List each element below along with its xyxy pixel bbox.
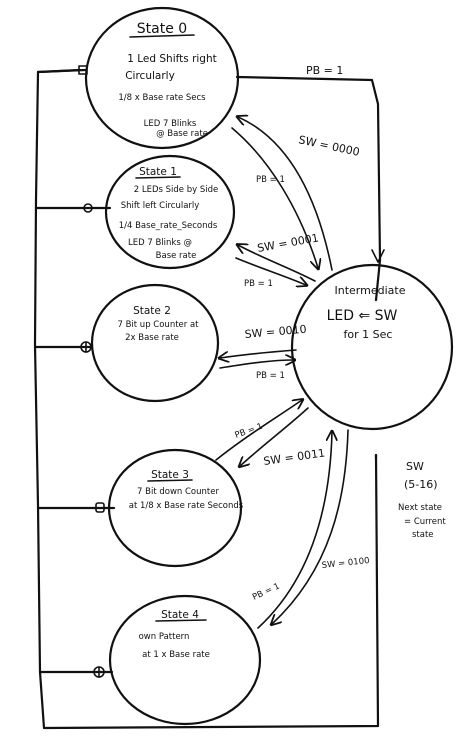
bus-stub-s3 [36, 502, 116, 513]
state-0-line1: 1 Led Shifts right [127, 53, 217, 65]
note-line2: (5-16) [404, 478, 438, 491]
note-line5: state [412, 530, 434, 540]
state-1-line5: Base rate [156, 251, 197, 261]
arrow-top-pb-into-int [371, 249, 385, 263]
state-0: State 0 1 Led Shifts right Circularly 1/… [84, 6, 240, 150]
note-line4: = Current [404, 517, 446, 527]
arrow-s4-to-int [257, 432, 332, 629]
label-pb-s4: PB = 1 [251, 581, 281, 602]
state-2-line2: 2x Base rate [125, 333, 179, 343]
state-1-line1: 2 LEDs Side by Side [134, 185, 219, 195]
label-pb-s3: PB = 1 [234, 422, 265, 441]
arrow-int-to-s2 [220, 349, 297, 358]
state-1-line3: 1/4 Base_rate_Seconds [119, 221, 218, 231]
state-4-line2: at 1 x Base rate [142, 650, 210, 660]
label-sw-s0: SW = 0000 [297, 133, 360, 159]
state-3: State 3 7 Bit down Counter at 1/8 x Base… [107, 448, 244, 568]
intermediate-title: Intermediate [335, 284, 406, 297]
intermediate-line1: LED ⇐ SW [327, 308, 398, 324]
state-4-line1: own Pattern [139, 632, 190, 642]
state-1: State 1 2 LEDs Side by Side Shift left C… [104, 154, 236, 270]
bus-stub-s1 [34, 203, 112, 213]
label-pb-s0: PB = 1 [256, 175, 285, 185]
side-note: SW (5-16) Next state = Current state [398, 460, 446, 540]
state-4-title: State 4 [161, 609, 199, 621]
bus-stub-s4 [38, 666, 114, 678]
arrow-s0-to-int [231, 127, 318, 268]
bus-stub-s2 [33, 341, 94, 353]
state-intermediate: Intermediate LED ⇐ SW for 1 Sec [290, 263, 454, 431]
state-3-title: State 3 [151, 469, 189, 481]
arrow-int-to-s0 [238, 117, 333, 271]
state-2-line1: 7 Bit up Counter at [117, 320, 199, 330]
state-0-line5: @ Base rate [156, 129, 208, 139]
state-4: State 4 own Pattern at 1 x Base rate [108, 594, 262, 726]
arrow-int-to-s3 [240, 407, 309, 466]
label-pb-s2: PB = 1 [256, 371, 285, 381]
state-2: State 2 7 Bit up Counter at 2x Base rate [90, 283, 220, 403]
state-0-line2: Circularly [125, 70, 175, 82]
left-bus-line [33, 68, 380, 730]
state-3-line1: 7 Bit down Counter [137, 487, 219, 497]
state-2-title: State 2 [133, 305, 171, 317]
label-sw-s3: SW = 0011 [263, 446, 326, 468]
label-pb-top: PB = 1 [306, 64, 343, 77]
state-0-title: State 0 [137, 21, 187, 37]
top-pb-line [235, 75, 382, 302]
state-1-line2: Shift left Circularly [121, 201, 200, 211]
arrow-s1-to-int [235, 257, 306, 285]
state-0-line3: 1/8 x Base rate Secs [118, 93, 206, 103]
state-0-line4: LED 7 Blinks [144, 119, 197, 129]
label-sw-s2: SW = 0010 [244, 323, 307, 341]
label-sw-s1: SW = 0001 [256, 231, 319, 255]
arrow-int-to-s4 [272, 429, 349, 624]
state-1-line4: LED 7 Blinks @ [128, 238, 192, 248]
state-1-title: State 1 [139, 166, 177, 178]
bus-stub-s0 [36, 65, 88, 75]
label-sw-s4: SW = 0100 [321, 556, 370, 571]
label-pb-s1: PB = 1 [244, 279, 273, 289]
arrow-s3-to-int [215, 400, 302, 461]
state-3-line2: at 1/8 x Base rate Seconds [129, 501, 244, 511]
arrow-s2-to-int [219, 360, 294, 369]
intermediate-line2: for 1 Sec [344, 328, 393, 341]
note-line1: SW [406, 460, 424, 473]
note-line3: Next state [398, 503, 442, 513]
